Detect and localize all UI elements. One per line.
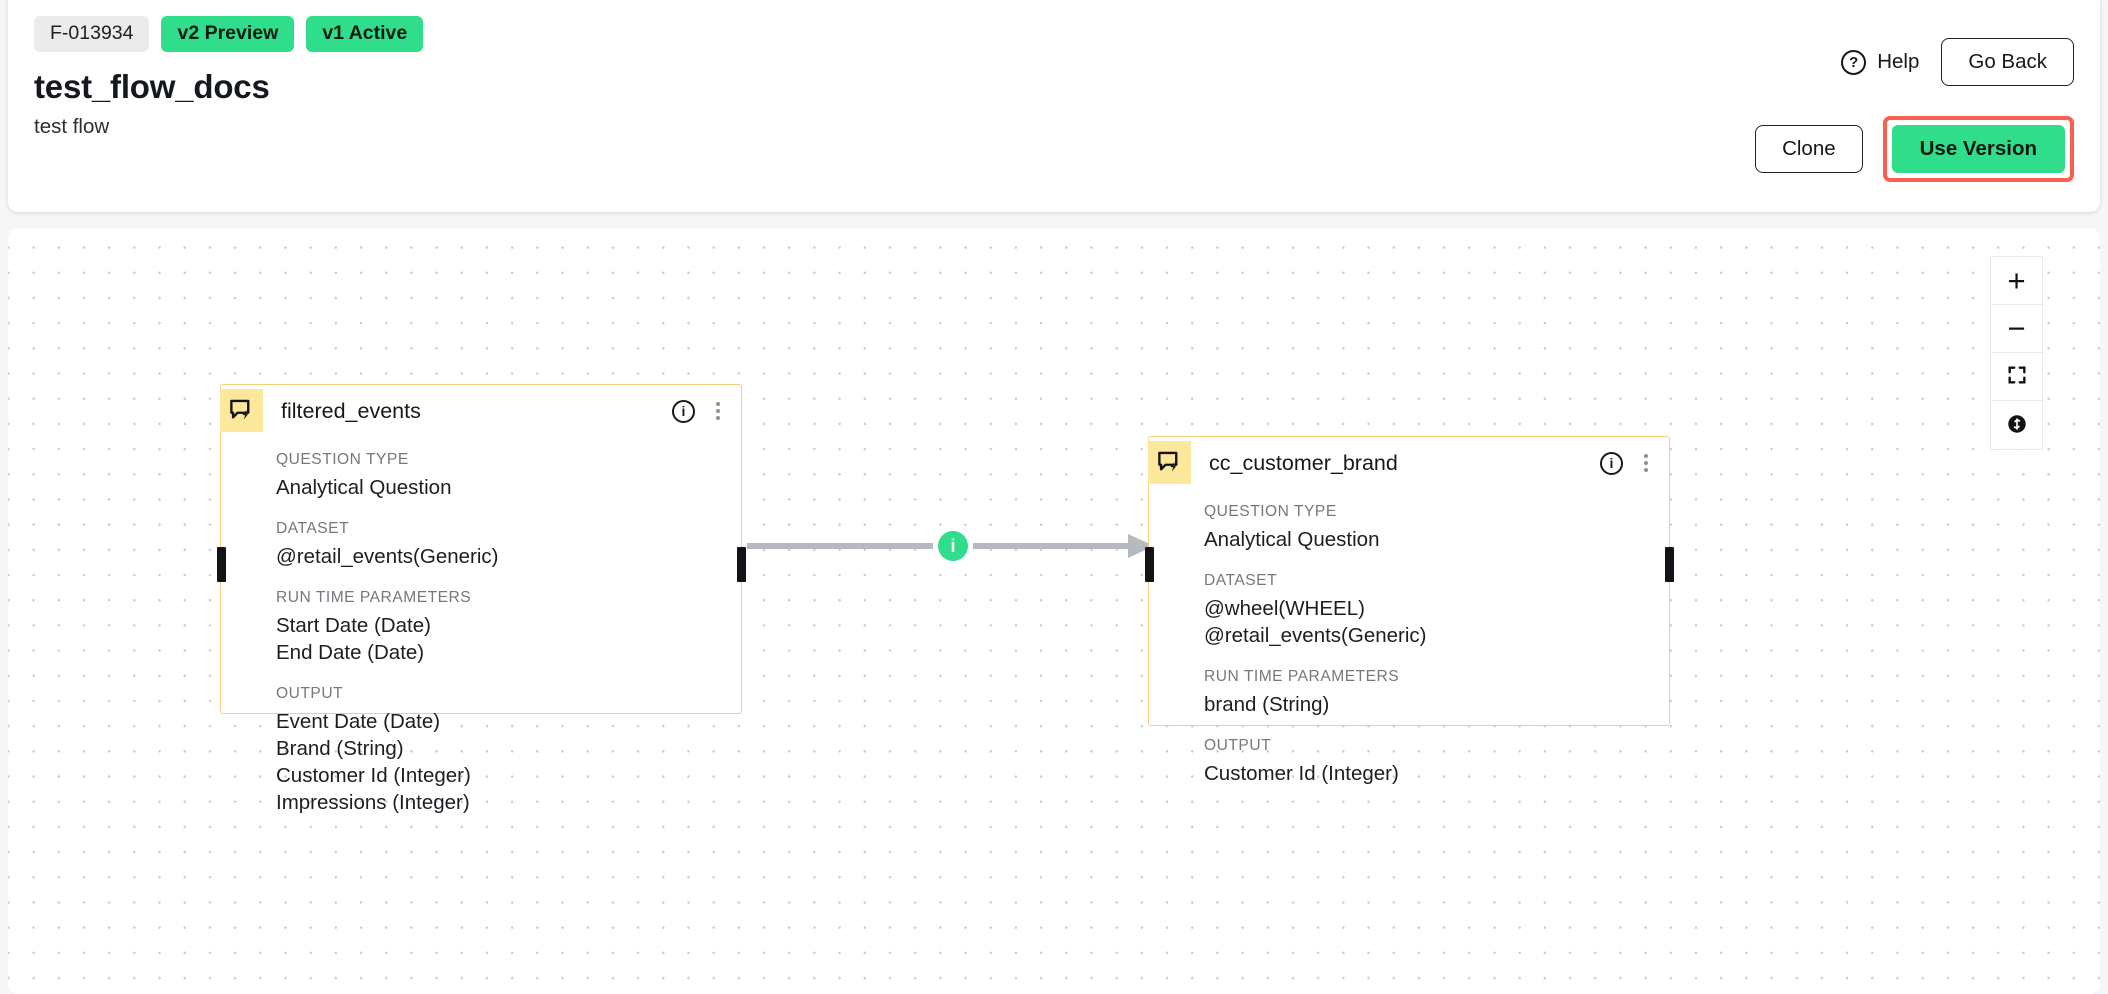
field-value-dataset-1: @retail_events(Generic) bbox=[1204, 624, 1427, 648]
field-value-output-1: Brand (String) bbox=[276, 737, 404, 761]
field-value-dataset-0: @retail_events(Generic) bbox=[276, 545, 499, 569]
node-body: QUESTION TYPE Analytical Question DATASE… bbox=[221, 437, 741, 826]
fit-view-button[interactable] bbox=[1991, 353, 2042, 401]
flow-node-cc-customer-brand[interactable]: cc_customer_brand i QUESTION TYPE Analyt… bbox=[1144, 436, 1674, 785]
help-button[interactable]: ? Help bbox=[1841, 49, 1920, 75]
node-title: cc_customer_brand bbox=[1209, 450, 1398, 475]
use-version-button[interactable]: Use Version bbox=[1891, 125, 2065, 173]
plus-icon: + bbox=[2007, 263, 2026, 298]
field-value-output-3: Impressions (Integer) bbox=[276, 791, 470, 815]
analytical-question-icon bbox=[220, 389, 263, 432]
field-value-param-1: End Date (Date) bbox=[276, 641, 425, 665]
field-label-run-time-parameters: RUN TIME PARAMETERS bbox=[276, 589, 472, 607]
help-icon: ? bbox=[1841, 49, 1867, 75]
info-icon[interactable]: i bbox=[672, 399, 695, 423]
node-header: filtered_events i bbox=[220, 385, 741, 437]
page-header: F-013934 v2 Preview v1 Active test_flow_… bbox=[8, 0, 2100, 212]
field-value-output-2: Customer Id (Integer) bbox=[276, 764, 471, 788]
more-options-icon[interactable] bbox=[1637, 451, 1655, 475]
header-actions-primary: ? Help Go Back bbox=[1841, 38, 2074, 86]
page-subtitle: test flow bbox=[34, 115, 110, 138]
node-output-handle[interactable] bbox=[736, 547, 746, 582]
field-label-dataset: DATASET bbox=[276, 520, 350, 538]
node-title: filtered_events bbox=[281, 398, 421, 423]
field-label-output: OUTPUT bbox=[1204, 737, 1272, 755]
badge-flow-id: F-013934 bbox=[34, 16, 150, 52]
flow-canvas[interactable]: i filtered_events i QUESTION TYPE Analyt… bbox=[8, 228, 2100, 994]
zoom-in-button[interactable]: + bbox=[1991, 257, 2042, 305]
node-input-handle[interactable] bbox=[216, 547, 226, 582]
flow-node-filtered-events[interactable]: filtered_events i QUESTION TYPE Analytic… bbox=[216, 384, 746, 814]
minus-icon: − bbox=[2007, 311, 2026, 346]
field-label-question-type: QUESTION TYPE bbox=[276, 451, 409, 468]
zoom-out-button[interactable]: − bbox=[1991, 305, 2042, 353]
badge-v1-active: v1 Active bbox=[306, 16, 424, 52]
zoom-controls: + − bbox=[1990, 256, 2043, 450]
node-header: cc_customer_brand i bbox=[1148, 437, 1669, 489]
header-actions-secondary: Clone Use Version bbox=[1755, 116, 2074, 182]
badge-v2-preview: v2 Preview bbox=[161, 16, 295, 52]
field-label-output: OUTPUT bbox=[276, 685, 344, 703]
field-label-question-type: QUESTION TYPE bbox=[1204, 503, 1337, 520]
go-back-button[interactable]: Go Back bbox=[1941, 38, 2074, 86]
info-icon[interactable]: i bbox=[1600, 451, 1623, 475]
field-value-dataset-0: @wheel(WHEEL) bbox=[1204, 597, 1365, 621]
interactivity-lock-button[interactable] bbox=[1991, 401, 2042, 449]
field-label-dataset: DATASET bbox=[1204, 572, 1278, 590]
field-value-question-type: Analytical Question bbox=[276, 476, 452, 499]
edge-info-badge[interactable]: i bbox=[938, 531, 968, 561]
fit-view-icon bbox=[2006, 364, 2028, 389]
field-value-output-0: Customer Id (Integer) bbox=[1204, 762, 1399, 786]
clone-button[interactable]: Clone bbox=[1755, 125, 1863, 173]
lock-icon bbox=[2006, 413, 2028, 438]
field-label-run-time-parameters: RUN TIME PARAMETERS bbox=[1204, 668, 1400, 686]
badge-group: F-013934 v2 Preview v1 Active bbox=[34, 16, 424, 52]
page-title: test_flow_docs bbox=[34, 68, 270, 105]
node-input-handle[interactable] bbox=[1144, 547, 1154, 582]
use-version-highlight: Use Version bbox=[1882, 116, 2074, 182]
node-header-tools: i bbox=[1600, 451, 1655, 475]
node-header-tools: i bbox=[672, 399, 727, 423]
field-value-param-0: brand (String) bbox=[1204, 693, 1330, 717]
node-body: QUESTION TYPE Analytical Question DATASE… bbox=[1149, 489, 1669, 797]
analytical-question-icon bbox=[1148, 441, 1191, 484]
help-label: Help bbox=[1877, 50, 1920, 73]
field-value-param-0: Start Date (Date) bbox=[276, 614, 431, 638]
more-options-icon[interactable] bbox=[709, 399, 727, 423]
field-value-output-0: Event Date (Date) bbox=[276, 710, 441, 734]
field-value-question-type: Analytical Question bbox=[1204, 528, 1380, 551]
node-output-handle[interactable] bbox=[1664, 547, 1674, 582]
